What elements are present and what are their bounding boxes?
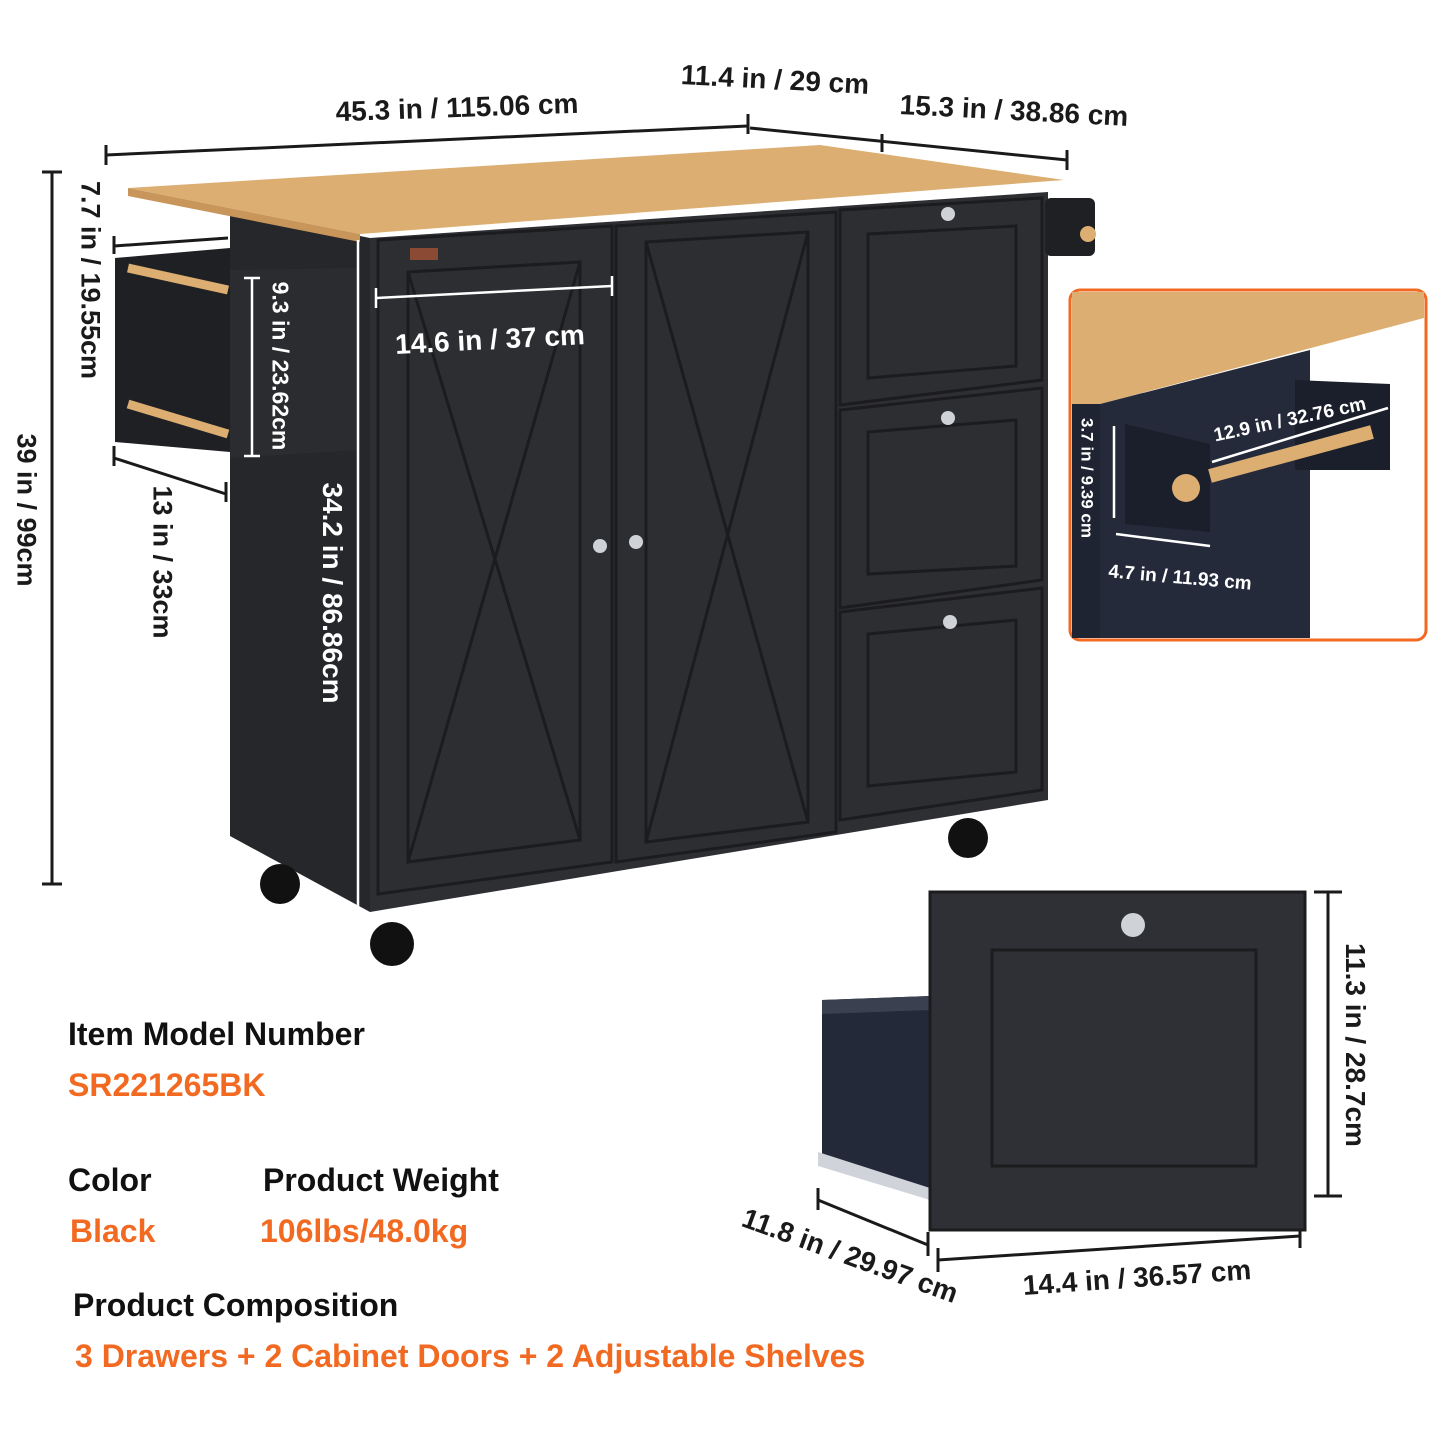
composition-label: Product Composition	[73, 1287, 399, 1323]
model-number-label: Item Model Number	[68, 1016, 365, 1052]
model-number-value: SR221265BK	[68, 1067, 266, 1103]
rack-length-label: 13 in / 33cm	[147, 485, 178, 639]
color-label: Color	[68, 1162, 152, 1198]
towel-bar-height-label: 3.7 in / 9.39 cm	[1077, 417, 1097, 539]
knobs	[593, 207, 957, 629]
towel-bar-bracket	[1045, 198, 1095, 256]
drawer-detail	[818, 890, 1307, 1232]
rack-height-label: 9.3 in / 23.62cm	[267, 281, 294, 451]
towel-bar-inset	[1068, 288, 1428, 642]
vevor-logo	[410, 248, 438, 260]
overall-height-label: 39 in / 99cm	[11, 433, 42, 587]
composition-value: 3 Drawers + 2 Cabinet Doors + 2 Adjustab…	[75, 1338, 866, 1374]
caster-wheels	[260, 818, 988, 966]
weight-label: Product Weight	[263, 1162, 499, 1198]
spice-rack	[115, 248, 230, 452]
rack-offset-label: 7.7 in / 19.55cm	[75, 180, 106, 380]
color-value: Black	[70, 1213, 156, 1249]
drawer-height-label: 11.3 in / 28.7cm	[1340, 943, 1371, 1147]
weight-value: 106lbs/48.0kg	[260, 1213, 469, 1249]
dimension-lines	[42, 114, 1342, 1272]
cabinet-doors	[376, 210, 838, 896]
countertop	[128, 145, 1064, 234]
drawers	[838, 196, 1044, 822]
cabinet-height-label: 34.2 in / 86.86cm	[317, 482, 348, 704]
